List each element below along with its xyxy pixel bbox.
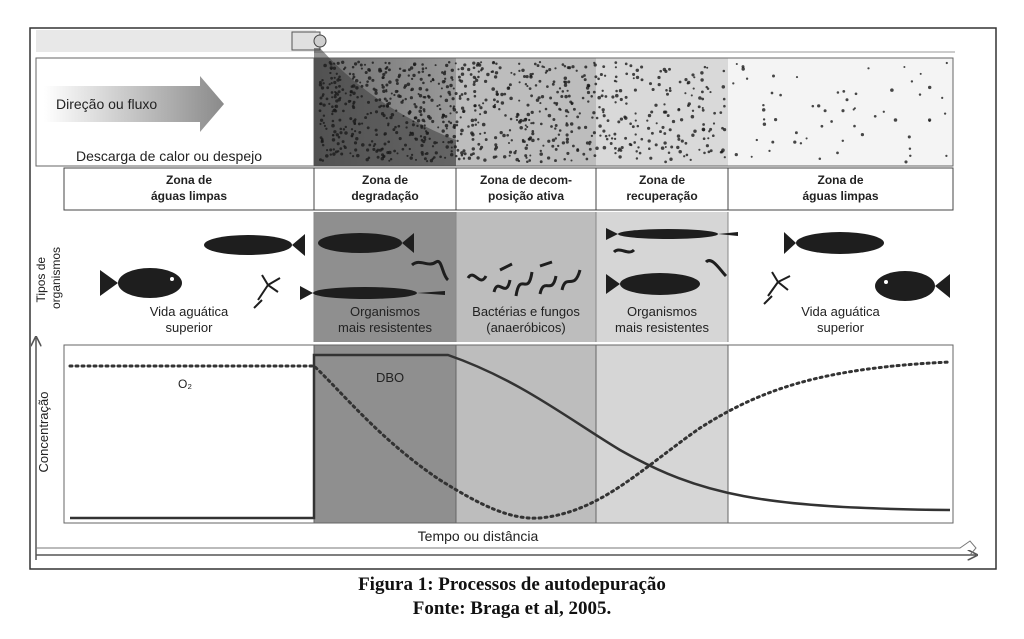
- shrimp-icon: [763, 271, 791, 305]
- particle-dots: [318, 60, 948, 164]
- dbo-curve: [70, 353, 951, 520]
- zone-chart-bg: [63, 344, 315, 524]
- figure-caption-source: Fonte: Braga et al, 2005.: [412, 598, 612, 619]
- o2-curve: [68, 360, 952, 520]
- gar-fish-icon: [606, 228, 738, 240]
- dbo-label: DBO: [376, 370, 404, 385]
- zone-chart-bg: [313, 344, 457, 524]
- chart-zone-backgrounds: [63, 344, 954, 524]
- figure-caption-title: Figura 1: Processos de autodepuração: [358, 574, 666, 595]
- x-axis-label: Tempo ou distância: [418, 528, 539, 544]
- flow-label: Direção ou fluxo: [56, 96, 157, 112]
- fish-icon: [100, 268, 182, 298]
- zone-chart-bg: [455, 344, 597, 524]
- discharge-label: Descarga de calor ou despejo: [76, 148, 262, 164]
- zone-chart-bg: [595, 344, 729, 524]
- zone-band-bg: [456, 212, 596, 342]
- fish-icon: [784, 232, 884, 254]
- zone-header-box: [313, 167, 457, 211]
- zone-organisms-label-3: Bactérias e fungos(anaeróbicos): [472, 304, 580, 335]
- worm-icon: [411, 259, 450, 282]
- fish-icon: [318, 233, 414, 253]
- zone-chart-bg: [727, 344, 954, 524]
- zone-header-box: [727, 167, 954, 211]
- concentration-side-label: Concentração: [36, 392, 51, 473]
- fish-icon: [204, 234, 305, 256]
- organism-illustrations: [100, 228, 950, 309]
- fish-icon: [875, 271, 950, 301]
- fish-icon: [606, 273, 700, 295]
- worm-icon: [612, 248, 728, 278]
- zone-header-box: [63, 167, 315, 211]
- o2-label: O₂: [178, 377, 192, 391]
- gar-fish-icon: [300, 286, 445, 300]
- river-band: Direção ou fluxo Descarga de calor ou de…: [35, 30, 955, 167]
- bacteria-fungi-icon: [466, 260, 582, 297]
- flow-arrow: [44, 76, 224, 132]
- zone-band-bg: [314, 212, 456, 342]
- shrimp-icon: [253, 274, 281, 309]
- organisms-side-label: Tipos de organismos: [34, 247, 63, 309]
- zone-title-3: Zona de decom-posição ativa: [480, 173, 572, 203]
- concentration-chart: Tempo ou distância O₂ DBO: [36, 338, 976, 560]
